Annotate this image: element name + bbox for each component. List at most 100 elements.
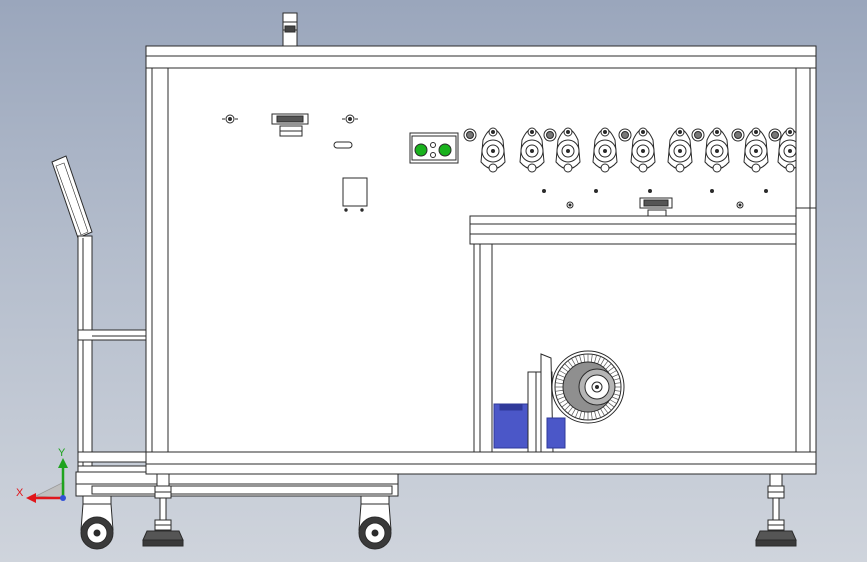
roller-top-bolt-core	[491, 130, 495, 134]
pulley-tooth-41	[602, 360, 609, 368]
pulley-tooth-8	[600, 408, 605, 416]
coordinate-triad[interactable]: X Y	[16, 447, 68, 503]
roller-hub-core	[715, 149, 719, 153]
indicator-center-top	[430, 142, 436, 148]
roller-top-bolt-core	[788, 130, 792, 134]
cart-base-inner	[91, 485, 393, 495]
pulley-tooth-13	[583, 411, 586, 420]
pulley-tooth-16	[571, 408, 576, 416]
roller-icon-0	[463, 128, 477, 142]
roller-top-bolt-core	[566, 130, 570, 134]
roller-bottom-bolt	[563, 163, 573, 173]
motor-cap	[499, 403, 523, 411]
pulley-tooth-42	[605, 363, 612, 370]
foot-block	[769, 473, 783, 487]
roller-top-bolt-core	[678, 130, 682, 134]
caster-axle	[93, 529, 101, 537]
caster-mount	[82, 495, 112, 505]
panel-screw-core-0	[228, 117, 232, 121]
row-hole-3	[710, 189, 714, 193]
roller-icon-4	[555, 127, 581, 173]
roller-hub-core	[678, 149, 682, 153]
motor-icon	[493, 403, 529, 449]
clamp-right-inner	[643, 199, 669, 207]
pulley-tooth-25	[555, 382, 564, 385]
roller-icon-9	[691, 128, 705, 142]
pulley-icon	[551, 350, 625, 424]
pulley-tooth-32	[571, 358, 576, 366]
pulley-tooth-14	[579, 411, 582, 419]
roller-icon-5	[592, 127, 618, 173]
leveling-foot-icon-1	[755, 473, 797, 547]
pulley-tooth-4	[609, 399, 617, 404]
row-hole-1	[594, 189, 598, 193]
pulley-tooth-33	[575, 356, 579, 365]
roller-hub-core	[754, 149, 758, 153]
roller-icon-12	[743, 127, 769, 173]
pulley-tooth-26	[556, 378, 564, 381]
roller-icon-13	[768, 128, 782, 142]
roller-top-bolt-core	[603, 130, 607, 134]
bottom-rail	[145, 451, 817, 475]
coordinate-axes-icon	[60, 495, 66, 501]
pulley-tooth-5	[607, 401, 615, 408]
foot-stem	[772, 497, 780, 521]
foot-stem	[159, 497, 167, 521]
axis-y-arrow	[58, 458, 68, 468]
roller-bottom-bolt	[488, 163, 498, 173]
roller-hub-core	[641, 149, 645, 153]
roller-hub-core	[491, 149, 495, 153]
cart-post-outer	[77, 235, 93, 485]
indicator-lamp-right	[438, 143, 452, 157]
handle-inner-edge	[55, 162, 89, 236]
roller-icon-2	[519, 127, 545, 173]
pulley-tooth-15	[575, 409, 579, 418]
pulley-tooth-22	[556, 393, 564, 396]
roller-top-bolt-core	[530, 130, 534, 134]
roller-hub-core	[566, 149, 570, 153]
top-fitting-hex	[284, 25, 296, 33]
cutout-pin-r	[360, 208, 364, 212]
roller-top-bolt-core	[754, 130, 758, 134]
feet-and-wheels	[80, 473, 797, 550]
cart-crossbar-lower-2	[77, 465, 149, 473]
pulley-tooth-38	[594, 355, 597, 363]
pulley-tooth-21	[557, 396, 566, 400]
clamp-inner	[276, 115, 304, 123]
small-gear-inner	[694, 131, 702, 139]
row-screw-core-1	[738, 203, 742, 207]
small-gear-inner	[771, 131, 779, 139]
triad-plane	[34, 481, 65, 499]
pulley-tooth-43	[607, 366, 615, 373]
pulley-tooth-35	[583, 354, 586, 363]
foot-pad-base	[142, 539, 184, 547]
roller-icon-3	[543, 128, 557, 142]
roller-bottom-bolt	[751, 163, 761, 173]
pulley-tooth-27	[557, 374, 566, 378]
row-screw-core-0	[568, 203, 572, 207]
handle-icon	[51, 155, 93, 239]
leveling-foot-icon-0	[142, 473, 184, 547]
inner-post	[473, 243, 493, 453]
pulley-tooth-40	[600, 358, 605, 366]
row-hole-0	[542, 189, 546, 193]
pulley-tooth-18	[564, 404, 571, 411]
pulley-tooth-20	[559, 399, 567, 404]
roller-row	[463, 67, 817, 209]
roller-bottom-bolt	[712, 163, 722, 173]
right-post-cover	[795, 67, 817, 209]
cart-crossbar-upper	[77, 329, 149, 341]
roller-top-bolt-core	[641, 130, 645, 134]
pulley-tooth-28	[559, 370, 567, 375]
top-rail	[145, 45, 817, 69]
foot-block	[156, 473, 170, 487]
pulley-bore-core	[595, 385, 599, 389]
small-gear-inner	[734, 131, 742, 139]
roller-bottom-bolt	[675, 163, 685, 173]
roller-bottom-bolt	[527, 163, 537, 173]
caster-axle	[371, 529, 379, 537]
roller-icon-11	[731, 128, 745, 142]
pulley-tooth-10	[594, 411, 597, 419]
roller-icon-8	[667, 127, 693, 173]
